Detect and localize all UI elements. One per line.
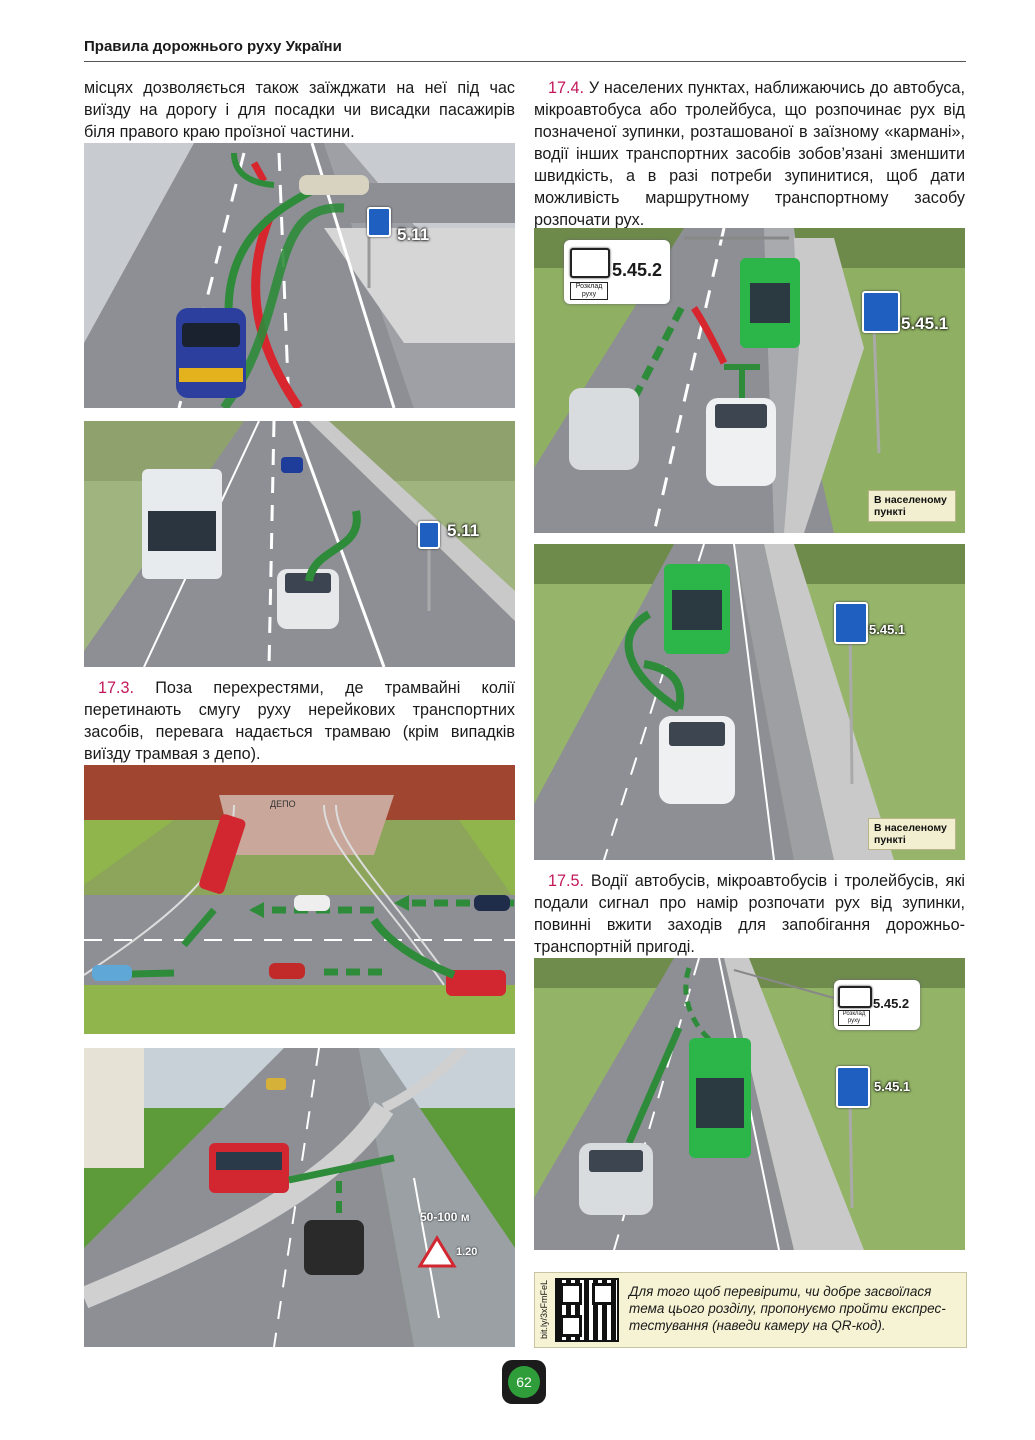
rule-text: У населених пунктах, наближаючись до авт… [534, 79, 965, 229]
sign-label: 5.11 [447, 521, 480, 540]
bus-icon [838, 986, 872, 1008]
rule-text: Поза перехрестями, де трамвайні колії пе… [84, 679, 516, 763]
page-number: 62 [508, 1366, 540, 1398]
sign-5-11-icon [418, 521, 440, 549]
figure-tram-crossing: 50-100 м 1.20 [84, 1048, 515, 1347]
qr-instructions: Для того щоб перевірити, чи добре засвої… [629, 1284, 946, 1333]
rule-17-3: 17.3. Поза перехрестями, де трамвайні ко… [84, 677, 515, 765]
bus-stop-sign-icon [836, 1066, 870, 1108]
header-rule [84, 61, 966, 62]
qr-url: bit.ly/3xFmFeL [537, 1277, 551, 1343]
rule-number: 17.4. [548, 79, 585, 97]
qr-test-box: bit.ly/3xFmFeL Для того щоб перевірити, … [534, 1272, 967, 1348]
sign-5-11-icon [367, 207, 391, 237]
qr-code-icon[interactable] [555, 1278, 619, 1342]
rule-17-4: 17.4. У населених пунктах, наближаючись … [534, 77, 965, 231]
sign-plate: Розклад руху [838, 1010, 870, 1026]
running-header: Правила дорожнього руху України [84, 38, 342, 55]
rule-17-5: 17.5. Водії автобусів, мікроавтобусів і … [534, 870, 965, 958]
sign-label: 5.45.1 [869, 622, 906, 637]
bus-stop-sign-icon [862, 291, 900, 333]
page-number-badge: 62 [502, 1360, 546, 1404]
callout-sign-5-45-2: Розклад руху 5.45.2 [564, 240, 670, 304]
sign-label: 1.20 [456, 1246, 478, 1258]
rule-number: 17.3. [98, 679, 135, 697]
sign-label: 5.45.2 [873, 996, 910, 1011]
depot-label: ДЕПО [270, 799, 296, 809]
bus-icon [570, 248, 610, 278]
zone-line: пункті [874, 834, 906, 846]
zone-line: В населеному [874, 494, 947, 506]
figure-bus-lane-turn: 5.11 [84, 421, 515, 667]
figure-tram-depot: ДЕПО [84, 765, 515, 1034]
figure-service-lane-turn: 5.11 [84, 143, 515, 408]
sign-label: 5.11 [397, 225, 430, 244]
zone-line: пункті [874, 506, 906, 518]
distance-label: 50-100 м [420, 1210, 470, 1224]
figure-bus-departing: Розклад руху 5.45.2 5.45.1 [534, 958, 965, 1250]
zone-plate: В населеному пункті [868, 490, 956, 522]
rule-text: Водії автобусів, мікроавтобусів і тролей… [534, 872, 966, 956]
zone-line: В населеному [874, 822, 947, 834]
paragraph-continuation: місцях дозволяється також заїжджати на н… [84, 79, 515, 141]
zone-plate: В населеному пункті [868, 818, 956, 850]
sign-plate: Розклад руху [570, 282, 608, 300]
figure-bus-pocket-yield: Розклад руху 5.45.2 5.45.1 В населеному … [534, 228, 965, 533]
figure-bus-stop-overtake: 5.45.1 В населеному пункті [534, 544, 965, 860]
sign-label: 5.45.2 [612, 260, 663, 280]
bus-stop-sign-icon [834, 602, 868, 644]
rule-number: 17.5. [548, 872, 585, 890]
callout-sign-5-45-2: Розклад руху 5.45.2 [834, 980, 920, 1030]
qr-url-text: bit.ly/3xFmFeL [539, 1279, 549, 1339]
sign-label: 5.45.1 [901, 314, 949, 333]
sign-label: 5.45.1 [874, 1079, 911, 1094]
